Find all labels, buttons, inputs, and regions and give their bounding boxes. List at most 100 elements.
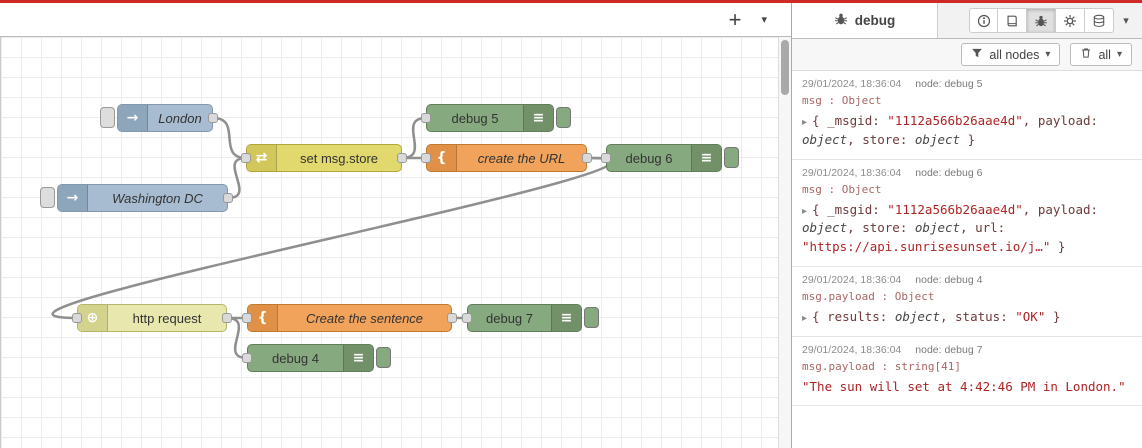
input-port[interactable]: [72, 313, 82, 323]
message-content[interactable]: ▸{ _msgid: "1112a566b26aae4d", payload: …: [802, 201, 1132, 257]
output-port[interactable]: [222, 313, 232, 323]
context-data-tab-button[interactable]: [1085, 8, 1114, 33]
debug-node-debug-5[interactable]: debug 5≡: [421, 104, 571, 132]
expand-arrow-icon[interactable]: ▸: [802, 205, 808, 217]
input-port[interactable]: [242, 313, 252, 323]
message-segment: { _msgid:: [812, 113, 888, 128]
input-port[interactable]: [601, 153, 611, 163]
message-node: node: debug 7: [915, 343, 983, 356]
sidebar-menu-caret-button[interactable]: ▾: [1114, 8, 1138, 33]
message-segment: }: [1045, 308, 1061, 324]
debug-list-icon: ≡: [343, 345, 373, 371]
function-node-create-the-url[interactable]: {create the URL: [421, 144, 592, 172]
header-accent-bar: [0, 0, 1142, 3]
node-label: Washington DC: [112, 190, 203, 206]
wire[interactable]: [212, 116, 247, 160]
scrollbar-thumb[interactable]: [781, 40, 789, 95]
canvas-scrollbar[interactable]: [778, 37, 791, 448]
message-segment: "OK": [1015, 308, 1046, 324]
chevron-down-icon: ▾: [1045, 49, 1051, 60]
http-request-node[interactable]: ⊕http request: [72, 304, 232, 332]
message-segment: object: [914, 131, 961, 147]
message-content[interactable]: "The sun will set at 4:42:46 PM in Londo…: [802, 378, 1132, 397]
debug-toggle-button[interactable]: [376, 347, 391, 368]
inject-arrow-icon: →: [118, 105, 148, 131]
debug-node-debug-6[interactable]: debug 6≡: [601, 144, 739, 172]
inject-trigger-button[interactable]: [40, 187, 55, 208]
message-segment: "1112a566b26aae4d": [887, 113, 1023, 128]
message-timestamp: 29/01/2024, 18:36:04: [802, 343, 902, 356]
message-meta: 29/01/2024, 18:36:04 node: debug 7: [802, 344, 1132, 356]
input-port[interactable]: [421, 153, 431, 163]
input-port[interactable]: [462, 313, 472, 323]
info-tab-button[interactable]: [969, 8, 998, 33]
message-segment: , url:: [960, 220, 1006, 236]
inject-trigger-button[interactable]: [100, 107, 115, 128]
clear-messages-label: all: [1098, 47, 1111, 62]
output-port[interactable]: [397, 153, 407, 163]
tab-debug-label: debug: [854, 13, 896, 28]
wire[interactable]: [51, 156, 613, 320]
function-node-create-the-sentence[interactable]: {Create the sentence: [242, 304, 457, 332]
input-port[interactable]: [241, 153, 251, 163]
tab-debug[interactable]: debug: [792, 3, 938, 38]
message-segment: , payload:: [1022, 113, 1099, 128]
filter-nodes-dropdown[interactable]: all nodes ▾: [961, 43, 1061, 66]
node-label: set msg.store: [299, 150, 379, 166]
debug-node-debug-4[interactable]: debug 4 ≡: [242, 344, 391, 372]
message-meta: 29/01/2024, 18:36:04 node: debug 4: [802, 274, 1132, 286]
message-property: msg : Object: [802, 182, 882, 196]
config-nodes-tab-button[interactable]: [1056, 8, 1085, 33]
message-segment: object: [914, 220, 961, 236]
inject-node-london[interactable]: → London: [100, 104, 218, 132]
debug-list-icon: ≡: [523, 105, 553, 131]
output-port[interactable]: [582, 153, 592, 163]
output-port[interactable]: [223, 193, 233, 203]
message-timestamp: 29/01/2024, 18:36:04: [802, 273, 902, 286]
input-port[interactable]: [242, 353, 252, 363]
wire[interactable]: [401, 116, 427, 160]
trash-icon: [1080, 47, 1092, 62]
debug-node-debug-7[interactable]: debug 7 ≡: [462, 304, 599, 332]
debug-list-icon: ≡: [551, 305, 581, 331]
output-port[interactable]: [208, 113, 218, 123]
sidebar-tabbar: debug ▾: [792, 3, 1142, 39]
inject-node-washington-dc[interactable]: →Washington DC: [40, 184, 233, 212]
wire-layer: [51, 116, 613, 360]
expand-arrow-icon[interactable]: ▸: [802, 117, 808, 128]
message-property: msg : Object: [802, 94, 882, 107]
debug-toggle-button[interactable]: [724, 147, 739, 168]
node-label: debug 4: [272, 350, 319, 366]
message-content[interactable]: ▸{ _msgid: "1112a566b26aae4d", payload: …: [802, 112, 1132, 150]
debug-toggle-button[interactable]: [556, 107, 571, 128]
clear-messages-dropdown[interactable]: all ▾: [1070, 43, 1132, 66]
flow-canvas[interactable]: → London →Washington DC ⇄ set msg.store debug…: [0, 37, 778, 448]
node-label: create the URL: [477, 150, 566, 166]
message-content[interactable]: ▸{ results: object, status: "OK" }: [802, 308, 1132, 327]
wire[interactable]: [227, 156, 247, 200]
debug-toggle-button[interactable]: [584, 307, 599, 328]
expand-arrow-icon[interactable]: ▸: [802, 312, 808, 324]
message-node: node: debug 4: [915, 273, 983, 286]
flow-list-caret-button[interactable]: ▾: [761, 14, 767, 26]
wire[interactable]: [226, 316, 248, 360]
message-segment: object: [802, 220, 848, 236]
node-label: debug 6: [625, 150, 673, 166]
input-port[interactable]: [421, 113, 431, 123]
node-label: London: [158, 110, 202, 126]
node-label: debug 7: [486, 310, 533, 326]
help-tab-button[interactable]: [998, 8, 1027, 33]
switch-icon: ⇄: [247, 145, 277, 171]
debug-tab-button[interactable]: [1027, 8, 1056, 33]
output-port[interactable]: [447, 313, 457, 323]
add-flow-button[interactable]: +: [728, 6, 742, 32]
message-segment: { _msgid:: [812, 201, 888, 217]
message-segment: , store:: [847, 131, 915, 147]
change-node-set-msg-store[interactable]: ⇄ set msg.store: [241, 144, 407, 172]
